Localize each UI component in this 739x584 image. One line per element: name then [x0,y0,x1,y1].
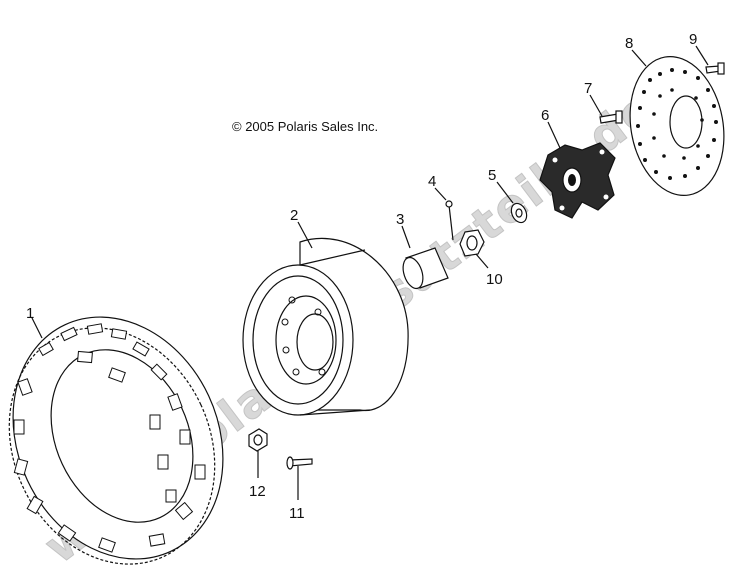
castle-nut-part [459,229,489,269]
callout-3: 3 [396,211,404,228]
callout-10: 10 [486,271,503,288]
brake-disc-part [629,49,725,196]
washer-part [496,181,528,224]
spacer-part [401,225,449,290]
hub-part [539,121,616,219]
callout-1: 1 [26,305,34,322]
callout-4: 4 [428,173,436,190]
callout-6: 6 [541,107,549,124]
callout-5: 5 [488,167,496,184]
lug-nut-part [248,428,268,478]
callout-8: 8 [625,35,633,52]
wheel-stud-part [286,456,313,500]
tire-part [8,316,224,565]
cotter-pin-part [434,187,454,241]
rim-part [242,221,409,416]
copyright-text: © 2005 Polaris Sales Inc. [232,119,378,134]
callout-2: 2 [290,207,298,224]
hub-bolt-part [589,94,623,124]
disc-screw-part [695,45,725,75]
callout-12: 12 [249,483,266,500]
callout-11: 11 [289,505,305,522]
callout-7: 7 [584,80,592,97]
callout-9: 9 [689,31,697,48]
